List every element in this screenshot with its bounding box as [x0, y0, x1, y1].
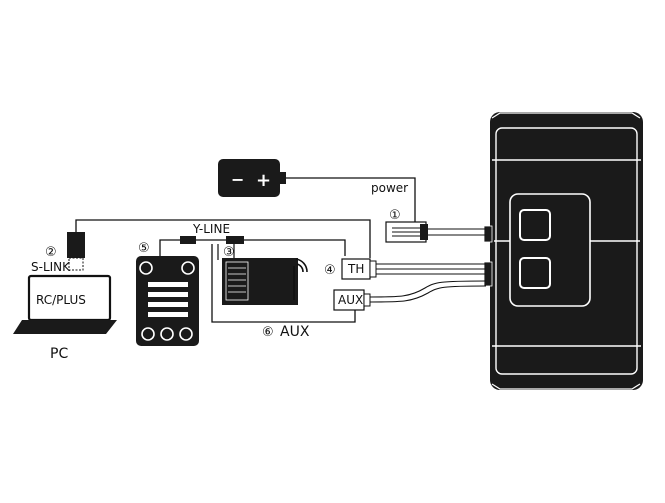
aux-wire: [211, 244, 356, 323]
wireless-signal-icon: [293, 258, 308, 300]
device-button-top: [519, 209, 551, 241]
pc-label: PC: [50, 346, 68, 362]
s-link-dongle-body: [67, 232, 85, 258]
y-line-label: Y-LINE: [192, 222, 230, 236]
th-label: TH: [347, 262, 364, 276]
marker-2: ②: [45, 245, 57, 260]
power-label: power: [371, 181, 408, 195]
aux-caption: AUX: [280, 324, 310, 340]
controller-bar: [148, 312, 188, 317]
aux-cable-line: [369, 285, 487, 303]
power-connector-cap: [420, 224, 428, 240]
device-body-inner-outline: [495, 127, 638, 375]
marker-4: ④: [324, 263, 336, 278]
aux-connector-tail: [363, 293, 371, 307]
controller-button: [179, 327, 193, 341]
s-link-label: S-LINK: [31, 260, 71, 274]
power-wire: [286, 177, 416, 222]
controller-body: [136, 256, 199, 346]
battery-minus-sign: −: [231, 170, 244, 189]
device-port-upper: [483, 225, 493, 243]
power-connector: [385, 221, 428, 243]
controller-button: [160, 327, 174, 341]
laptop-keyboard-base: [13, 320, 117, 334]
th-connector-tail: [369, 260, 377, 278]
battery-body: [218, 159, 280, 197]
controller-button: [141, 327, 155, 341]
laptop-screen-label: RC/PLUS: [36, 293, 86, 307]
battery: − +: [218, 159, 286, 197]
controller-bar: [148, 292, 188, 297]
marker-3: ③: [223, 245, 235, 260]
controller-board: [136, 256, 199, 346]
y-line-connector-left: [180, 236, 196, 244]
s-link-usb-plug: [68, 257, 84, 271]
marker-6: ⑥: [262, 325, 274, 340]
receiver-port-block: [225, 261, 249, 301]
device-top-ridge: [491, 112, 641, 119]
signal-arc: [295, 258, 308, 273]
controller-hole: [139, 261, 153, 275]
aux-connector: AUX: [333, 289, 371, 311]
main-device: [483, 112, 643, 390]
receiver: [217, 244, 308, 305]
s-link-wire: [75, 219, 371, 258]
aux-cable-line: [369, 280, 487, 298]
th-connector: TH: [341, 258, 377, 280]
device-button-bottom: [519, 257, 551, 289]
controller-bar: [148, 302, 188, 307]
device-bottom-ridge: [491, 383, 641, 390]
controller-hole: [181, 261, 195, 275]
battery-terminal: [280, 172, 286, 184]
marker-1: ①: [389, 208, 401, 223]
y-line-wire: [159, 239, 346, 258]
signal-arc: [296, 263, 304, 273]
laptop: RC/PLUS: [13, 274, 117, 334]
marker-5: ⑤: [138, 241, 150, 256]
s-link-dongle: [67, 232, 85, 271]
y-line-connector-right: [226, 236, 244, 244]
aux-plug-label: AUX: [338, 293, 363, 307]
controller-bar: [148, 282, 188, 287]
battery-plus-sign: +: [256, 170, 271, 191]
